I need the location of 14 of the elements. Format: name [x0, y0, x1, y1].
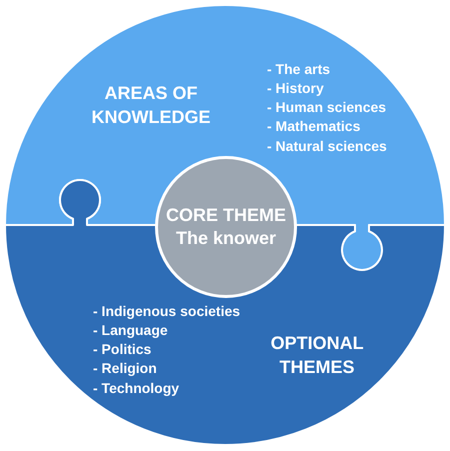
list-item: - Human sciences — [267, 98, 386, 118]
list-item: - Language — [93, 320, 168, 340]
list-item: - Technology — [93, 378, 180, 398]
list-item: - Religion — [93, 359, 157, 378]
list-item: - Politics — [93, 340, 152, 360]
circle-title: CORE THEME — [166, 204, 286, 227]
list-item: - The arts — [267, 60, 330, 78]
section-heading: OPTIONAL THEMES — [270, 332, 364, 379]
list-item: - Mathematics — [267, 117, 360, 136]
list-item: - Natural sciences — [267, 136, 387, 156]
section-heading: AREAS OF KNOWLEDGE — [92, 82, 210, 129]
circle-subtitle: The knower — [176, 227, 276, 250]
list-item: - History — [267, 78, 324, 98]
list-item: - Indigenous societies — [93, 302, 240, 321]
